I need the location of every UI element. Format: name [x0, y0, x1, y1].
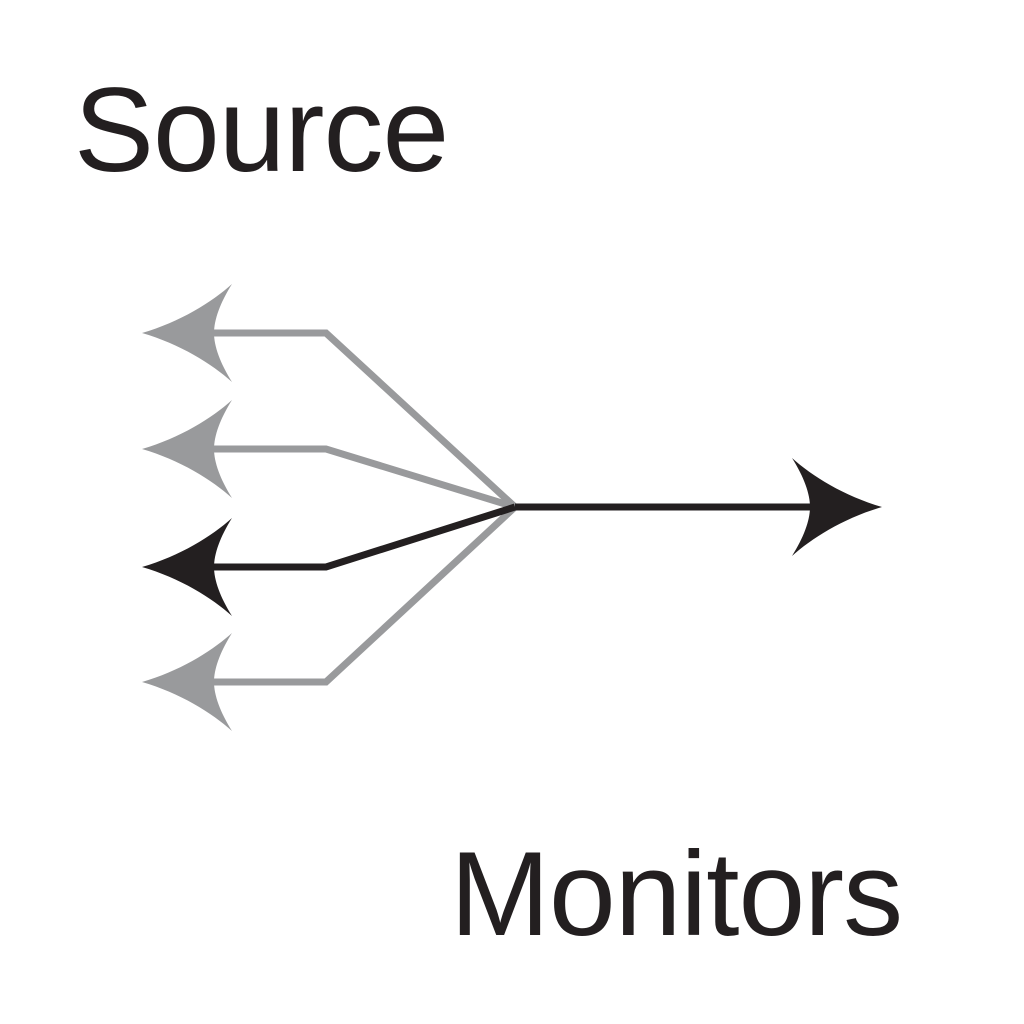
arrowhead-left-icon	[142, 633, 232, 731]
arrowhead-left-icon	[142, 284, 232, 382]
branch-line-2	[212, 445, 517, 511]
source-label: Source	[74, 63, 449, 197]
arrowhead-right-icon	[792, 458, 882, 556]
arrowhead-left-icon	[142, 400, 232, 498]
branch-line-3	[212, 503, 517, 571]
arrowhead-left-icon	[142, 518, 232, 616]
branch-line-1	[212, 329, 518, 510]
monitors-label: Monitors	[450, 827, 903, 961]
branch-line-4	[212, 504, 518, 686]
